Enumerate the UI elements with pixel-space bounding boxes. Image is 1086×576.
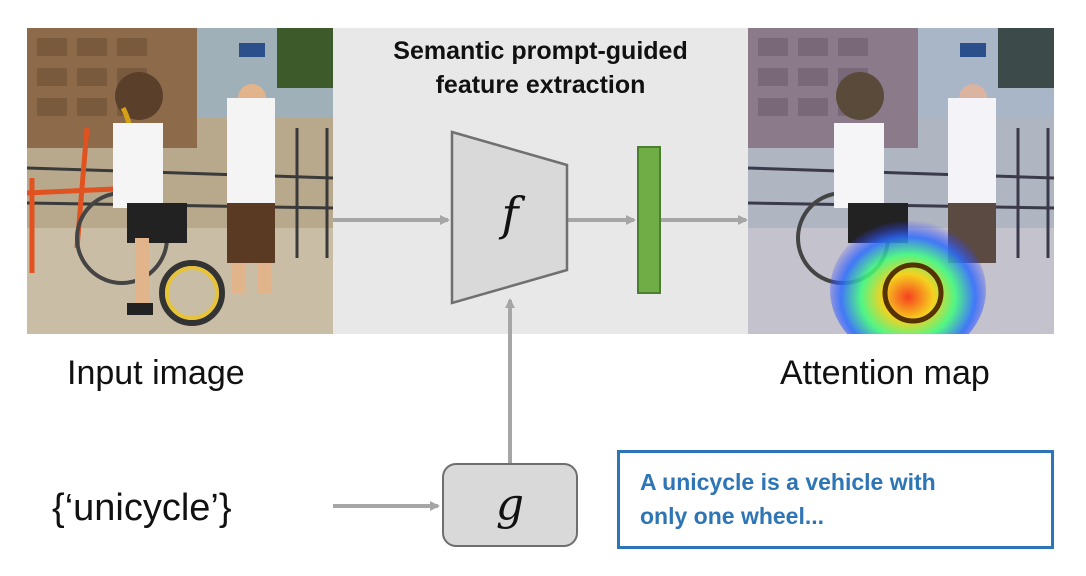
class-description-box: A unicycle is a vehicle with only one wh… xyxy=(617,450,1054,549)
panel-title: Semantic prompt-guided feature extractio… xyxy=(393,37,688,99)
input-image xyxy=(27,28,333,334)
encoder-f-trapezoid xyxy=(450,130,569,305)
attention-map-caption: Attention map xyxy=(780,354,990,392)
input-image-caption: Input image xyxy=(67,354,245,392)
class-prompt: {‘unicycle’} xyxy=(52,487,232,529)
prompt-encoder-g-label: g xyxy=(495,479,525,530)
class-description-text: A unicycle is a vehicle with only one wh… xyxy=(640,469,936,529)
prompt-encoder-g: g xyxy=(442,463,578,547)
attention-map-image xyxy=(748,28,1054,334)
encoder-f-label: f xyxy=(501,187,519,241)
feature-vector xyxy=(637,146,661,294)
